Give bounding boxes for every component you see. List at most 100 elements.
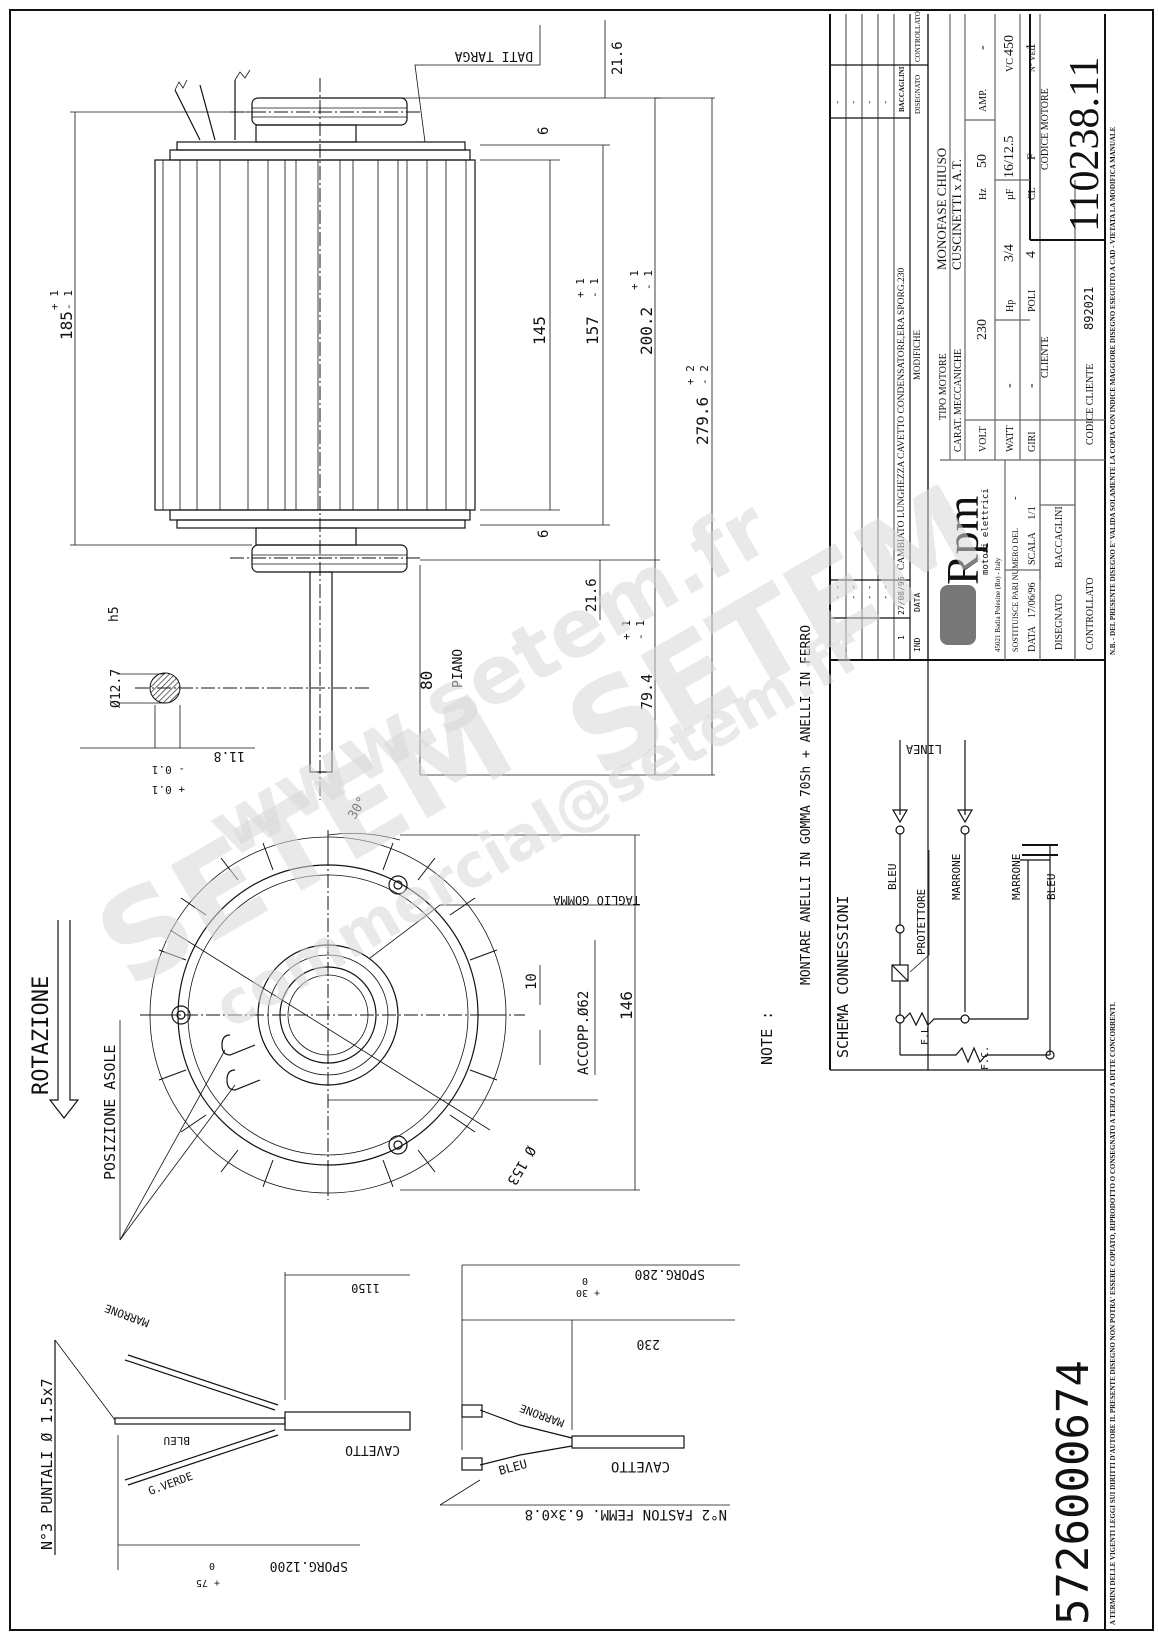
cable-right-cavetto: CAVETTO (611, 1458, 670, 1474)
dim-145: 145 (530, 316, 549, 345)
tol-185-minus: - 1 (62, 290, 75, 310)
spec-hp-value: 3/4 (1002, 244, 1017, 262)
sporg-1200-tol-zero: 0 (209, 1560, 215, 1571)
tol-157-minus: - 1 (588, 278, 601, 298)
schema-protettore-label: PROTETTORE (915, 889, 928, 955)
faston-label: N°2 FASTON FEMM. 6.3x0.8 (525, 1506, 727, 1522)
dim-10: 10 (524, 973, 540, 990)
cable-detail-right: SPORG.280 + 30 0 230 MARRONE BLEU CAVETT… (439, 1264, 740, 1522)
tol-200-minus: - 1 (642, 270, 655, 290)
dim-80: 80 (417, 671, 436, 690)
posizione-asole-label: POSIZIONE ASOLE (101, 1045, 119, 1180)
tol-279-plus: + 2 (684, 365, 697, 385)
spec-giri-label: GIRI (1027, 431, 1038, 452)
spec-vc-label: VC (1005, 58, 1016, 72)
dia-153: Ø 153 (503, 1143, 538, 1188)
spec-nvel-label: N° VEL (1028, 46, 1037, 72)
rev-row-1-ind: - (833, 595, 843, 600)
logo-subtitle: motori elettrici (981, 488, 991, 575)
rev-row-3-ind: - (865, 595, 875, 600)
cable-left-bleu: BLEU (164, 1434, 191, 1447)
piano-label: PIANO (451, 649, 466, 688)
company-address: 45021 Badia Polesine (Ro) - Italy (994, 557, 1002, 652)
shaft-tol-minus: - 0.1 (152, 763, 185, 776)
rev-row-2-date: - (849, 585, 859, 590)
rev-controllato-label: CONTROLLATO (914, 11, 922, 62)
spec-volt-label: VOLT (978, 426, 989, 452)
side-view-dimensions: 185 + 1 - 1 145 157 + 1 - 1 6 6 200.2 + … (48, 20, 715, 776)
spec-volt-value: 230 (975, 319, 990, 340)
rev-row-1-text: - (833, 100, 843, 105)
dim-200-2: 200.2 (637, 307, 656, 355)
footer-copyright: A TERMINI DELLE VIGENTI LEGGI SUI DIRITT… (1109, 1002, 1117, 1625)
sporg-1200-tol-plus: + 75 (196, 1577, 220, 1588)
notes-label: NOTE : (758, 1011, 776, 1065)
spec-poli-label: POLI (1027, 290, 1038, 312)
motor-end-view (140, 830, 525, 1200)
rev-row-5-date: 27/08/96 (897, 576, 906, 615)
spec-watt-label: WATT (1005, 425, 1016, 452)
dim-146: 146 (617, 991, 636, 1020)
rev-row-1-date: - (833, 585, 843, 590)
codice-motore-value: 110238.11 (1062, 57, 1108, 232)
rev-row-5-text: CAMBIATO LUNGHEZZA CAVETTO CONDENSATORE,… (897, 267, 907, 570)
cable-left-cavetto: CAVETTO (345, 1442, 400, 1457)
rev-header-data: DATA (913, 593, 922, 612)
logo-text: Rpm (937, 495, 988, 585)
sostituisce-label: SOSTITUISCE PARI NUMERO DEL (1011, 528, 1020, 652)
cable-detail-left: N°3 PUNTALI Ø 1.5x7 MARRONE BLEU G.VERDE… (38, 1272, 411, 1588)
codice-cliente-label: CODICE CLIENTE (1085, 364, 1096, 445)
rev-row-2-ind: - (849, 595, 859, 600)
schema-bleu-label-2: BLEU (1045, 874, 1058, 901)
spec-amp-value: - (975, 45, 990, 50)
sporg-1200: SPORG.1200 (270, 1558, 348, 1573)
sporg-280-tol-zero: 0 (582, 1275, 588, 1286)
spec-hz-value: 50 (975, 154, 990, 168)
sporg-280-tol-plus: + 30 (576, 1287, 600, 1298)
cliente-label: CLIENTE (1040, 336, 1051, 378)
spec-hz-label: Hz (978, 188, 989, 200)
scala-label: SCALA (1027, 531, 1038, 565)
puntali-label: N°3 PUNTALI Ø 1.5x7 (38, 1378, 56, 1550)
title-block: - - - - 1 IND 27/08/96 DATA - - - - - - … (829, 11, 1108, 1630)
rev-row-4-date: - (881, 585, 891, 590)
spec-nvel-value: 1 (1024, 43, 1039, 50)
spec-vc-value: 450 (1002, 35, 1017, 56)
dim-79-4: 79.4 (638, 674, 656, 710)
tol-279-minus: - 2 (698, 365, 711, 385)
tol-79-minus: - 1 (634, 620, 647, 640)
schema-marrone-label-1: MARRONE (950, 854, 963, 900)
rotazione-label: ROTAZIONE (29, 976, 54, 1095)
motor-side-view (154, 69, 476, 800)
notes-text: MONTARE ANELLI IN GOMMA 70Sh + ANELLI IN… (799, 625, 814, 985)
dim-6-top: 6 (536, 127, 552, 135)
spec-cl-value: F (1024, 153, 1038, 160)
disegnato-value: BACCAGLINI (1054, 506, 1065, 568)
data-value: 17/06/96 (1027, 582, 1038, 618)
spec-uf-label: µF (1005, 188, 1016, 200)
rev-row-3-date: - (865, 585, 875, 590)
controllato-label: CONTROLLATO (1085, 577, 1096, 650)
rev-disegnato-label: DISEGNATO (914, 75, 922, 114)
spec-poli-value: 4 (1024, 251, 1039, 258)
tol-185-plus: + 1 (48, 290, 61, 310)
spec-uf-value: 16/12.5 (1002, 136, 1017, 178)
schema-fl-label: F.L. (920, 1021, 931, 1045)
sostituisce-value: - (1009, 496, 1021, 500)
cable-right-marrone: MARRONE (518, 1401, 566, 1429)
dim-279-6: 279.6 (693, 397, 712, 445)
linea-label: LINEA (905, 742, 942, 756)
tol-79-plus: + 1 (620, 620, 633, 640)
rev-header-ind: IND (913, 637, 922, 652)
rev-row-4-ind: - (881, 595, 891, 600)
schema-marrone-label-2: MARRONE (1010, 854, 1023, 900)
dim-185: 185 (57, 311, 76, 340)
rev-row-5-ind: 1 (897, 635, 906, 640)
cable-left-marrone: MARRONE (103, 1301, 151, 1329)
company-logo: Rpm motori elettrici 45021 Badia Polesin… (937, 488, 1002, 652)
dati-targa-label: DATI TARGA (455, 48, 533, 63)
sheet-border (9, 9, 1154, 1631)
footer-notice: N.B. - DEL PRESENTE DISEGNO E' VALIDA SO… (1109, 126, 1117, 655)
dim-230: 230 (637, 1336, 660, 1351)
